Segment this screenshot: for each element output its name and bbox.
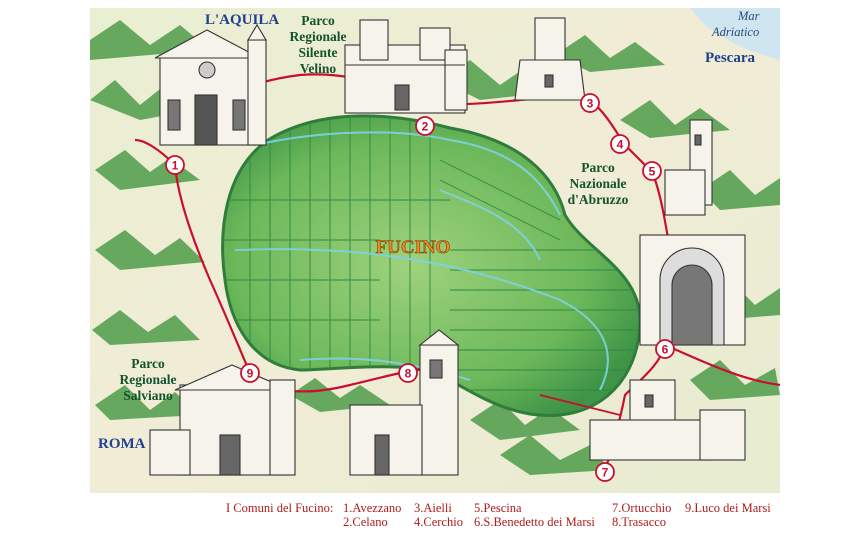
route-east-branch (664, 343, 781, 387)
label-park-sirente-line2: Regionale (290, 29, 347, 44)
label-roma: ROMA (98, 436, 146, 452)
legend-item-ortucchio: 7.Ortucchio (612, 501, 672, 515)
legend-item-cerchio: 4.Cerchio (414, 515, 463, 529)
landmark-pescina-tower (664, 119, 713, 216)
marker-9-number: 9 (247, 367, 254, 381)
label-sea-line1: Mar (737, 9, 760, 23)
landmark-sbenedetto-portal (639, 234, 746, 346)
label-laquila: L'AQUILA (205, 12, 279, 28)
marker-3[interactable]: 3 (580, 93, 600, 113)
landmark-aielli-tower (514, 17, 586, 101)
marker-6[interactable]: 6 (655, 339, 675, 359)
marker-7[interactable]: 7 (595, 462, 615, 482)
adriatic-sea (690, 8, 780, 60)
marker-1[interactable]: 1 (165, 155, 185, 175)
label-park-sirente-line4: Velino (300, 61, 337, 76)
legend-item-sbenedetto: 6.S.Benedetto dei Marsi (474, 515, 595, 529)
label-park-abruzzo-line1: Parco (581, 160, 615, 175)
landmark-luco-church (149, 364, 296, 476)
legend-item-avezzano: 1.Avezzano (343, 501, 402, 515)
marker-3-number: 3 (587, 97, 594, 111)
landmark-avezzano-cathedral (154, 23, 267, 146)
label-park-salviano-line3: Salviano (123, 388, 173, 403)
landmark-ortucchio-castle (589, 379, 746, 461)
label-park-salviano-line1: Parco (131, 356, 165, 371)
legend-item-aielli: 3.Aielli (414, 501, 452, 515)
label-fucino: FUCINO (376, 237, 451, 258)
marker-1-number: 1 (172, 159, 179, 173)
landmark-trasacco-belltower (349, 329, 460, 476)
label-park-salviano-line2: Regionale (120, 372, 177, 387)
marker-6-number: 6 (662, 343, 669, 357)
marker-8-number: 8 (405, 367, 412, 381)
label-sea-line2: Adriatico (711, 25, 759, 39)
label-park-sirente-line3: Silente (299, 45, 338, 60)
marker-5-number: 5 (649, 165, 656, 179)
fucino-plain (221, 114, 642, 418)
marker-9[interactable]: 9 (240, 363, 260, 383)
marker-4[interactable]: 4 (610, 134, 630, 154)
legend-item-luco: 9.Luco dei Marsi (685, 501, 771, 515)
marker-4-number: 4 (617, 138, 624, 152)
label-park-abruzzo-line2: Nazionale (570, 176, 627, 191)
marker-2[interactable]: 2 (415, 116, 435, 136)
label-park-sirente-line1: Parco (301, 13, 335, 28)
marker-2-number: 2 (422, 120, 429, 134)
route-south-branch (539, 394, 621, 416)
marker-5[interactable]: 5 (642, 161, 662, 181)
legend-item-celano: 2.Celano (343, 515, 388, 529)
legend: I Comuni del Fucino: 1.Avezzano 2.Celano… (0, 495, 850, 533)
legend-item-trasacco: 8.Trasacco (612, 515, 667, 529)
canals (234, 131, 609, 391)
landmark-celano-castle (344, 19, 468, 114)
legend-title: I Comuni del Fucino: (226, 501, 334, 515)
marker-8[interactable]: 8 (398, 363, 418, 383)
map-canvas: L'AQUILA ROMA Pescara Mar Adriatico Parc… (90, 8, 781, 493)
legend-item-pescina: 5.Pescina (474, 501, 522, 515)
label-park-abruzzo-line3: d'Abruzzo (568, 192, 629, 207)
label-pescara: Pescara (705, 50, 755, 66)
marker-7-number: 7 (602, 466, 609, 480)
